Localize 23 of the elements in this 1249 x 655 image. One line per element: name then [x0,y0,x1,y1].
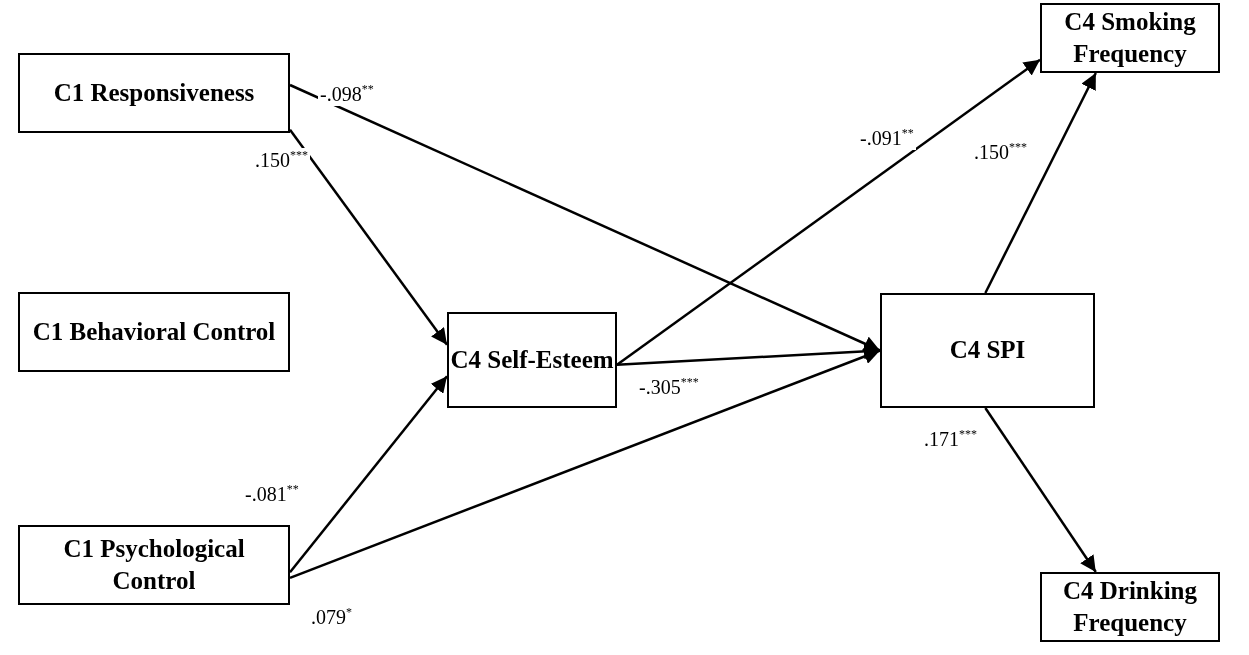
variable-box [1040,3,1220,73]
variable-box [18,525,290,605]
variable-box [447,312,617,408]
arrow [984,72,1097,294]
arrow [616,58,1041,366]
variable-box [18,292,290,372]
variable-name: C4 SPI [949,335,1026,366]
arrow [289,129,448,346]
variable-box [1040,572,1220,642]
variable-name: C4 Smoking Frequency [1063,6,1197,69]
arrow [289,348,881,579]
arrow [984,407,1097,573]
variable-name: C1 Psychological Control [62,533,246,596]
variable-box [18,53,290,133]
arrow [289,83,881,352]
edge-label: -.091$^{**}$ [858,126,916,150]
variable-name: C1 Responsiveness [53,77,255,108]
variable-box [880,293,1095,408]
variable-name: C4 Self-Esteem [450,344,614,375]
variable-name: C4 Drinking Frequency [1061,575,1199,638]
edge-label: -.098$^{**}$ [318,82,376,106]
arrow [289,375,448,573]
variable-name: C1 Behavioral Control [32,316,276,347]
